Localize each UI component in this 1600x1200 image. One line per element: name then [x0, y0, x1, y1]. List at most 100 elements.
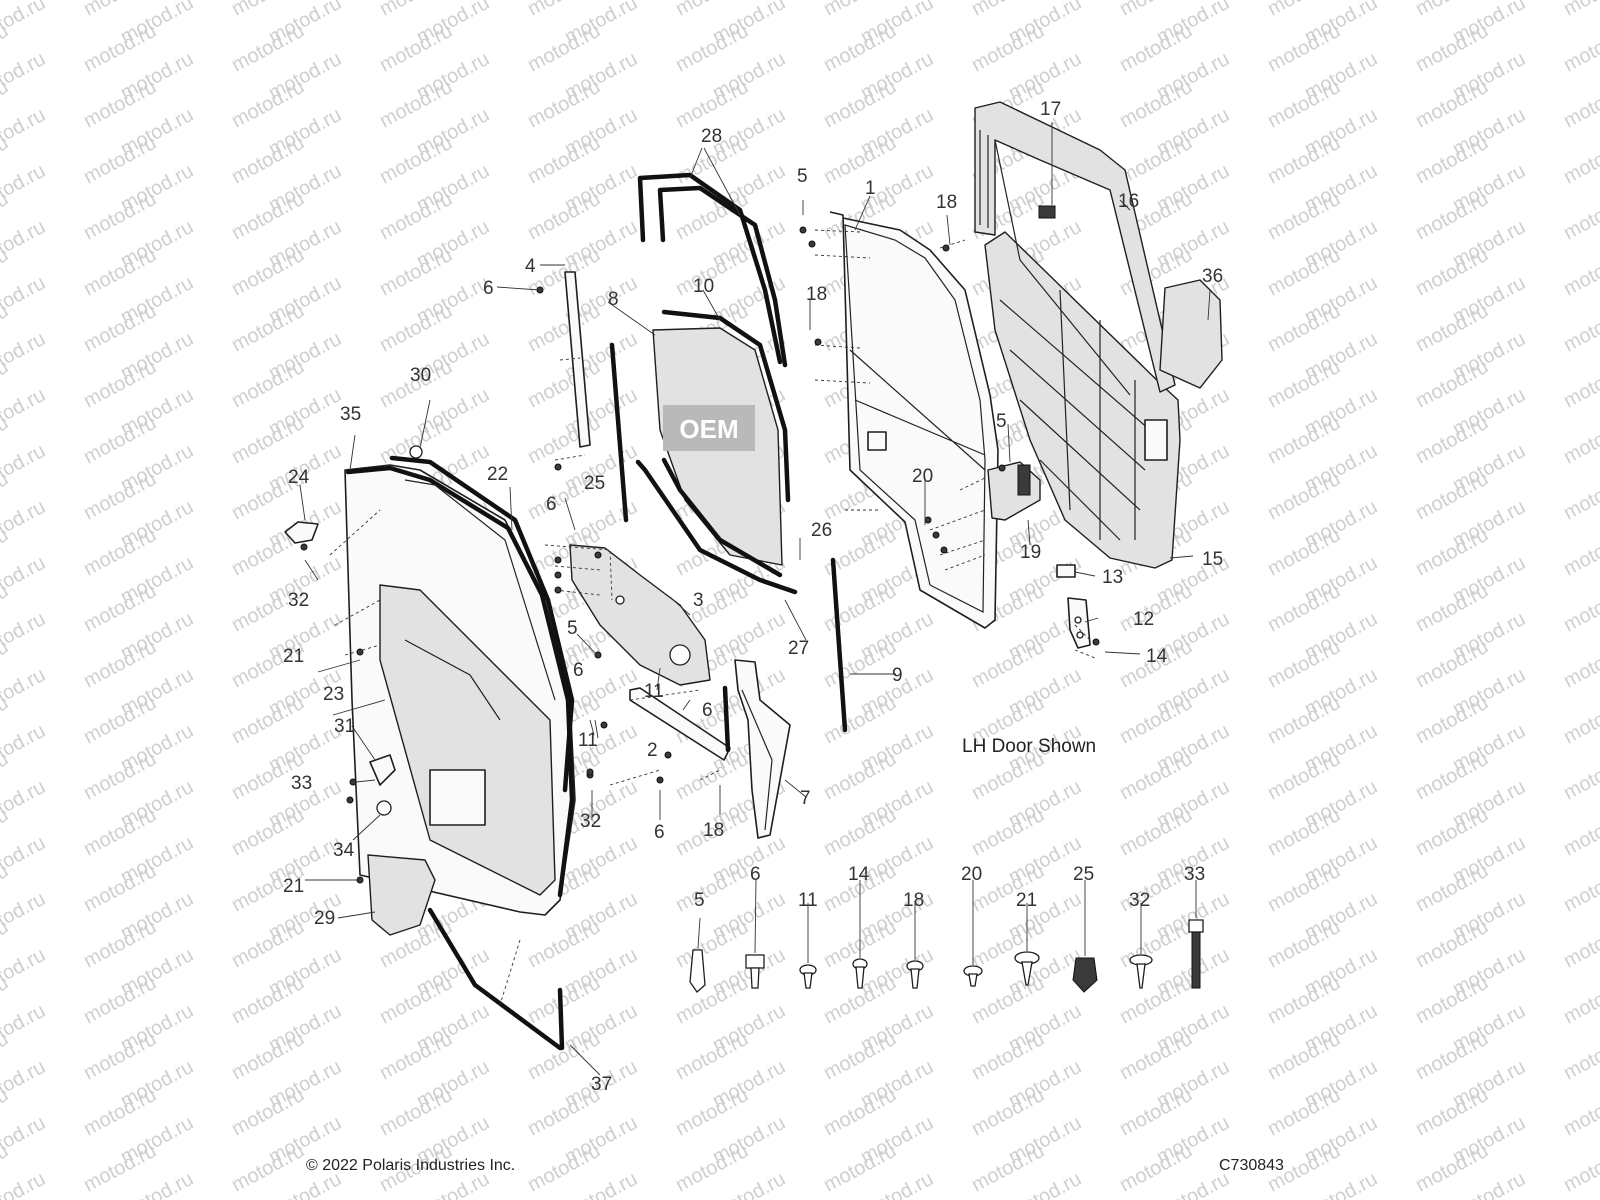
callout-5-left: 5 — [567, 618, 578, 639]
legend-label-5: 5 — [694, 890, 705, 911]
callout-11-a: 11 — [644, 681, 664, 702]
watermark-text: motod.ru — [1560, 188, 1600, 244]
callout-12: 12 — [1133, 609, 1154, 630]
watermark-text: motod.ru — [1560, 412, 1600, 468]
oem-badge-text: OEM — [679, 414, 738, 444]
callout-34: 34 — [333, 840, 355, 861]
callout-29: 29 — [314, 908, 335, 929]
callout-21-b: 21 — [283, 876, 304, 897]
part-34-clip — [376, 800, 392, 816]
callout-13: 13 — [1102, 567, 1123, 588]
view-caption: LH Door Shown — [962, 736, 1096, 757]
legend-label-14: 14 — [848, 864, 870, 885]
watermark-text: motod.ru — [1560, 1084, 1600, 1140]
hardware-6-bolt — [745, 954, 765, 989]
copyright-text: © 2022 Polaris Industries Inc. — [306, 1157, 515, 1174]
callout-20: 20 — [912, 466, 933, 487]
callout-10: 10 — [693, 276, 714, 297]
callout-35: 35 — [340, 404, 361, 425]
legend-label-32: 32 — [1129, 890, 1150, 911]
watermark-text: motod.ru — [524, 1196, 604, 1200]
hardware-14-screw — [852, 958, 868, 989]
callout-21-a: 21 — [283, 646, 304, 667]
watermark-text: motod.ru — [228, 1196, 308, 1200]
callout-4: 4 — [525, 256, 536, 277]
watermark-text: motod.ru — [1560, 132, 1600, 188]
callout-28: 28 — [701, 126, 722, 147]
callout-labels: 1 2 3 4 5 5 5 6 6 6 6 6 7 8 9 10 11 11 1… — [283, 99, 1223, 1095]
part-36-bracket — [1159, 279, 1223, 389]
part-16-door-upper-frame-trim — [974, 101, 1176, 396]
callout-32-b: 32 — [580, 811, 601, 832]
part-3-regulator-plate — [569, 544, 711, 686]
legend-label-11: 11 — [798, 890, 818, 911]
part-9-seal — [830, 557, 848, 733]
part-22-window-frame-seal — [389, 455, 575, 793]
callout-15: 15 — [1202, 549, 1223, 570]
part-19-striker — [987, 461, 1041, 521]
part-28-outer-belt-seals — [637, 172, 788, 368]
part-29-door-pocket — [367, 854, 436, 936]
part-26-27-lower-seals — [635, 457, 798, 595]
watermark-text: motod.ru — [1560, 76, 1600, 132]
watermark-text: motod.ru — [1560, 804, 1600, 860]
part-10-glass-run — [661, 309, 791, 503]
callout-9: 9 — [892, 665, 903, 686]
part-23-interior-panel — [379, 584, 556, 896]
legend-label-20: 20 — [961, 864, 982, 885]
watermark-text: motod.ru — [1560, 636, 1600, 692]
watermark-text: motod.ru — [968, 1196, 1048, 1200]
legend-label-33: 33 — [1184, 864, 1205, 885]
legend-label-25: 25 — [1073, 864, 1094, 885]
watermark-text: motod.ru — [1412, 1196, 1492, 1200]
part-17-clip — [1038, 205, 1056, 219]
callout-8: 8 — [608, 289, 619, 310]
watermark-text: motod.ru — [1560, 972, 1600, 1028]
hardware-25-clip — [1072, 957, 1098, 993]
callout-6-c: 6 — [573, 660, 584, 681]
drawing-number: C730843 — [1219, 1157, 1284, 1174]
callout-26: 26 — [811, 520, 832, 541]
part-24-handle — [284, 521, 319, 544]
callout-17: 17 — [1040, 99, 1061, 120]
hardware-33-bolt — [1188, 919, 1204, 989]
hardware-21-screw — [1014, 951, 1040, 986]
callout-6-e: 6 — [654, 822, 665, 843]
callout-31: 31 — [334, 716, 355, 737]
callout-37: 37 — [591, 1074, 612, 1095]
callout-22: 22 — [487, 464, 508, 485]
watermark-text: motod.ru — [1560, 1196, 1600, 1200]
watermark-text: motod.ru — [1560, 1140, 1600, 1196]
part-4-channel — [564, 271, 591, 448]
watermark-text: motod.ru — [672, 1196, 752, 1200]
watermark-text: motod.ru — [1560, 20, 1600, 76]
callout-18-c: 18 — [703, 820, 724, 841]
hardware-legend: 5 6 11 14 18 20 21 25 32 33 — [689, 864, 1205, 993]
watermark-text: motod.ru — [1560, 468, 1600, 524]
watermark-text: motod.ru — [1264, 1196, 1344, 1200]
part-2-bracket — [629, 687, 731, 761]
part-37-lower-seal — [427, 907, 565, 1051]
watermark-text: motod.ru — [1116, 1196, 1196, 1200]
watermark-text: motod.ru — [0, 1168, 49, 1200]
part-13-switch — [1056, 564, 1076, 578]
callout-16: 16 — [1118, 191, 1139, 212]
callout-14: 14 — [1146, 646, 1168, 667]
part-15-inner-trim-panel — [984, 231, 1181, 569]
callout-24: 24 — [288, 467, 310, 488]
callout-1: 1 — [865, 178, 876, 199]
callout-36: 36 — [1202, 266, 1223, 287]
callout-6-a: 6 — [483, 278, 494, 299]
callout-19: 19 — [1020, 542, 1041, 563]
part-7-window-regulator — [722, 659, 791, 839]
callout-2: 2 — [647, 740, 658, 761]
watermark-text: motod.ru — [1560, 692, 1600, 748]
hardware-11-screw — [799, 964, 817, 989]
part-30-grommet — [409, 445, 423, 459]
callout-33: 33 — [291, 773, 312, 794]
watermark-text: motod.ru — [820, 1196, 900, 1200]
watermark-text: motod.ru — [1560, 916, 1600, 972]
callout-6-b: 6 — [546, 494, 557, 515]
watermark-text: motod.ru — [1560, 748, 1600, 804]
watermark-text: motod.ru — [1560, 860, 1600, 916]
